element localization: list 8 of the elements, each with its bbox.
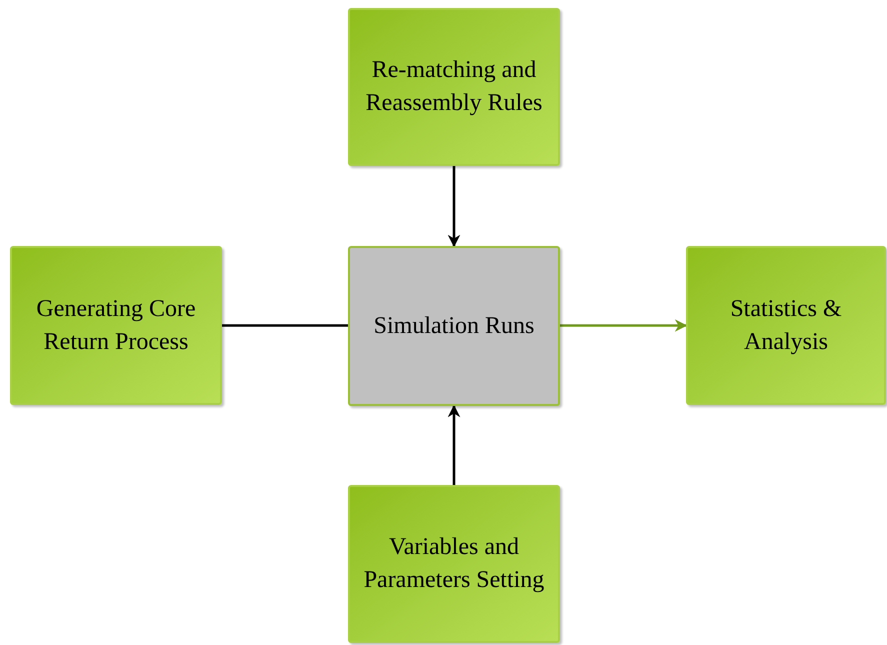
process-box: Simulation Runs [348,246,560,406]
input-box: Statistics & Analysis [686,246,886,405]
input-box: Re-matching and Reassembly Rules [348,8,560,166]
input-box: Variables and Parameters Setting [348,485,560,643]
arrow [448,166,460,248]
arrow [448,404,460,485]
input-box: Generating Core Return Process [10,246,222,405]
arrow [560,319,688,332]
